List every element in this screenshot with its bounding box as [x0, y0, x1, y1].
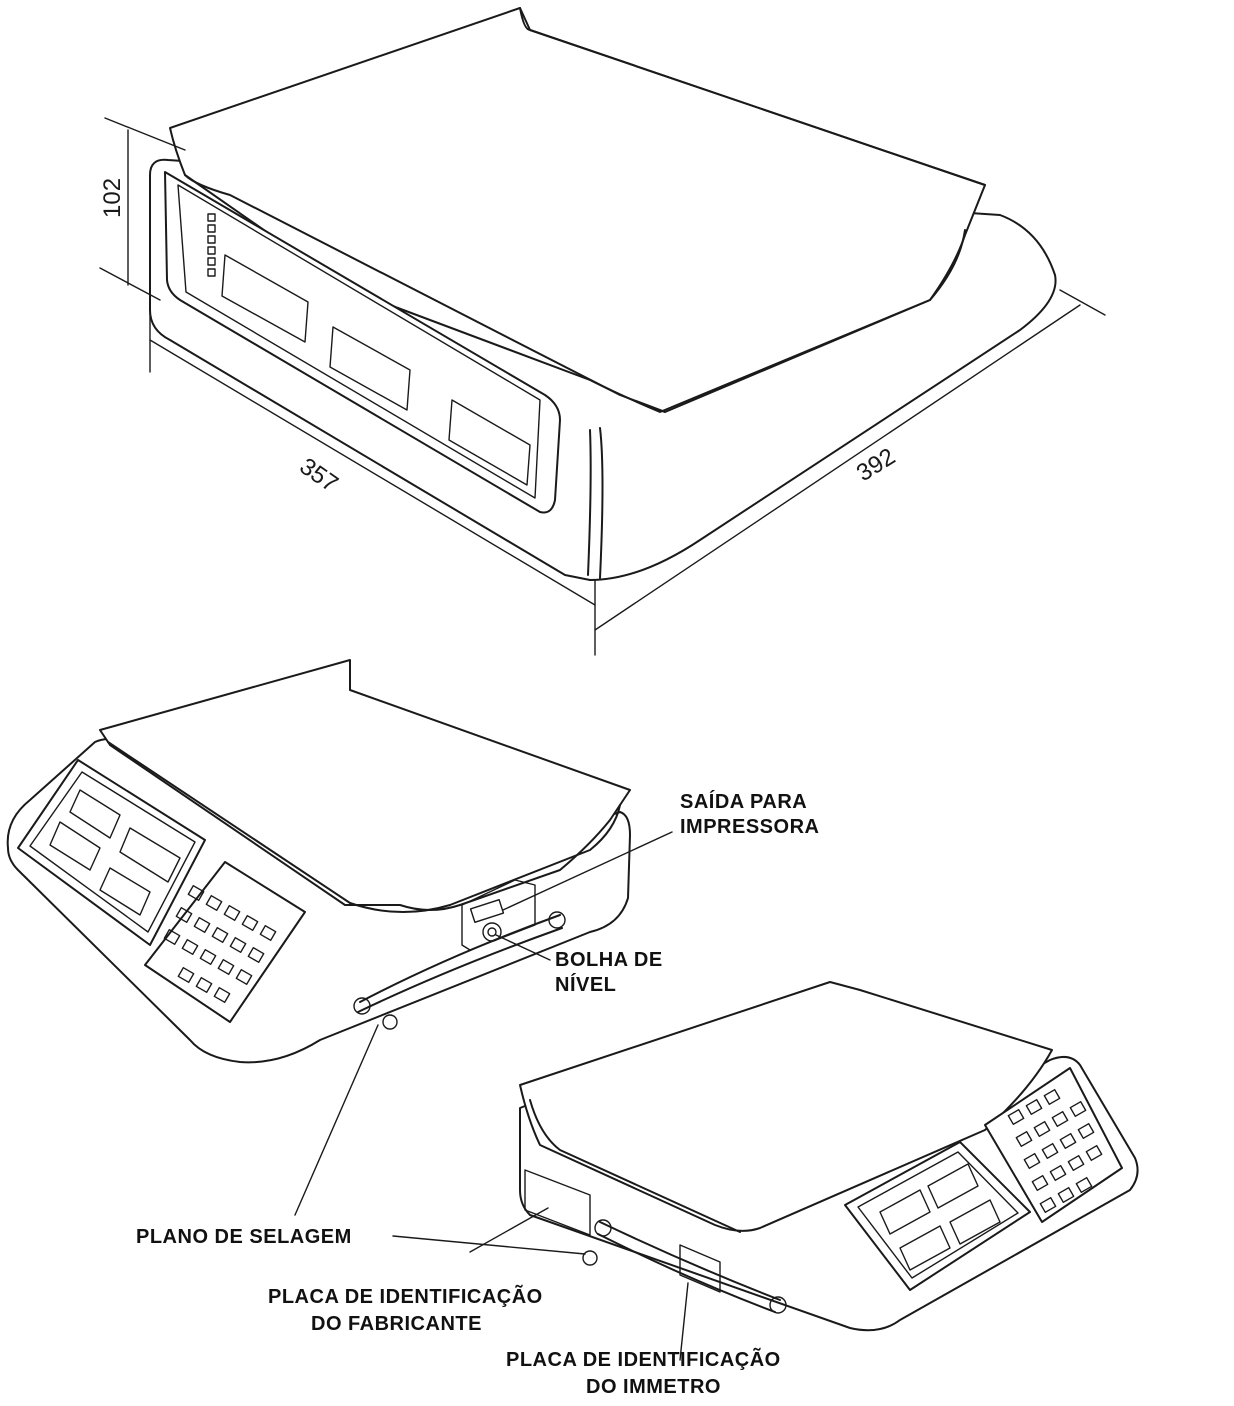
- platter-back-edge: [519, 7, 986, 186]
- label-printer-output-1: SAÍDA PARA: [680, 790, 807, 813]
- display-panel-frame: [164, 171, 561, 514]
- scale-base-rim-inner: [587, 429, 592, 576]
- label-manufacturer-plate-2: DO FABRICANTE: [311, 1313, 482, 1335]
- front-platter: [519, 981, 1053, 1232]
- leader-manufacturer-plate: [469, 1207, 549, 1253]
- label-level-bubble-2: NÍVEL: [555, 973, 616, 996]
- label-level-bubble-1: BOLHA DE: [555, 949, 663, 971]
- back-seal-screw-right: [548, 911, 566, 929]
- back-display-pod: [17, 759, 206, 946]
- back-platter: [99, 659, 631, 911]
- label-printer-output-2: IMPRESSORA: [680, 816, 819, 838]
- scale-top-view: 102 357 392: [99, 7, 1106, 656]
- scale-front-view: [392, 981, 1139, 1361]
- display-window-total: [448, 399, 531, 486]
- callout-labels: SAÍDA PARA IMPRESSORA BOLHA DE NÍVEL PLA…: [136, 790, 819, 1398]
- back-display-window-1: [69, 789, 121, 839]
- leader-sealing-plane-back: [294, 1024, 379, 1216]
- dimension-lines: [99, 117, 1106, 656]
- display-window-price: [329, 326, 411, 411]
- label-inmetro-plate-2: DO IMMETRO: [586, 1376, 721, 1398]
- front-seal-wire: [599, 1221, 781, 1301]
- label-manufacturer-plate-1: PLACA DE IDENTIFICAÇÃO: [268, 1285, 543, 1308]
- dimension-height-label: 102: [99, 178, 126, 218]
- back-keypad-keys: [163, 884, 277, 1004]
- inmetro-plate: [679, 1244, 721, 1293]
- scale-back-view: [6, 659, 673, 1216]
- front-display-window-2: [927, 1163, 979, 1209]
- indicator-lights: [207, 213, 216, 277]
- label-sealing-plane: PLANO DE SELAGEM: [136, 1226, 352, 1248]
- dimension-depth-label: 392: [852, 443, 900, 487]
- front-display-window-3: [899, 1225, 951, 1271]
- display-window-weight: [221, 254, 309, 343]
- platter-right-lip: [664, 229, 966, 413]
- back-keypad: [144, 861, 306, 1023]
- front-platter-lip: [529, 1099, 741, 1233]
- front-seal-lead: [582, 1250, 598, 1266]
- back-display-window-2: [49, 821, 101, 871]
- back-platter-lip: [107, 741, 621, 914]
- front-display-window-1: [879, 1189, 931, 1235]
- display-panel-inner: [177, 184, 541, 499]
- front-keypad-keys: [1007, 1088, 1103, 1214]
- back-seal-wire: [359, 914, 561, 1003]
- leader-level-bubble: [495, 934, 551, 961]
- back-seal-screw-left: [353, 997, 371, 1015]
- scale-base-rim: [599, 427, 604, 579]
- front-seal-screw-left: [594, 1219, 612, 1237]
- manufacturer-plate: [524, 1169, 591, 1236]
- leader-inmetro-plate: [679, 1282, 689, 1361]
- back-display-window-3: [119, 827, 181, 883]
- front-seal-screw-right: [769, 1296, 787, 1314]
- back-display-window-4: [99, 867, 151, 916]
- dimension-width-label: 357: [295, 453, 343, 498]
- front-display-window-4: [949, 1199, 1001, 1245]
- printer-port-connector: [469, 899, 505, 923]
- leader-sealing-plane-front: [392, 1235, 586, 1255]
- back-seal-lead: [382, 1014, 398, 1030]
- label-inmetro-plate-1: PLACA DE IDENTIFICAÇÃO: [506, 1348, 781, 1371]
- leader-printer-output: [502, 831, 673, 911]
- level-bubble-ring: [487, 927, 497, 937]
- platter-front-lip: [184, 174, 666, 413]
